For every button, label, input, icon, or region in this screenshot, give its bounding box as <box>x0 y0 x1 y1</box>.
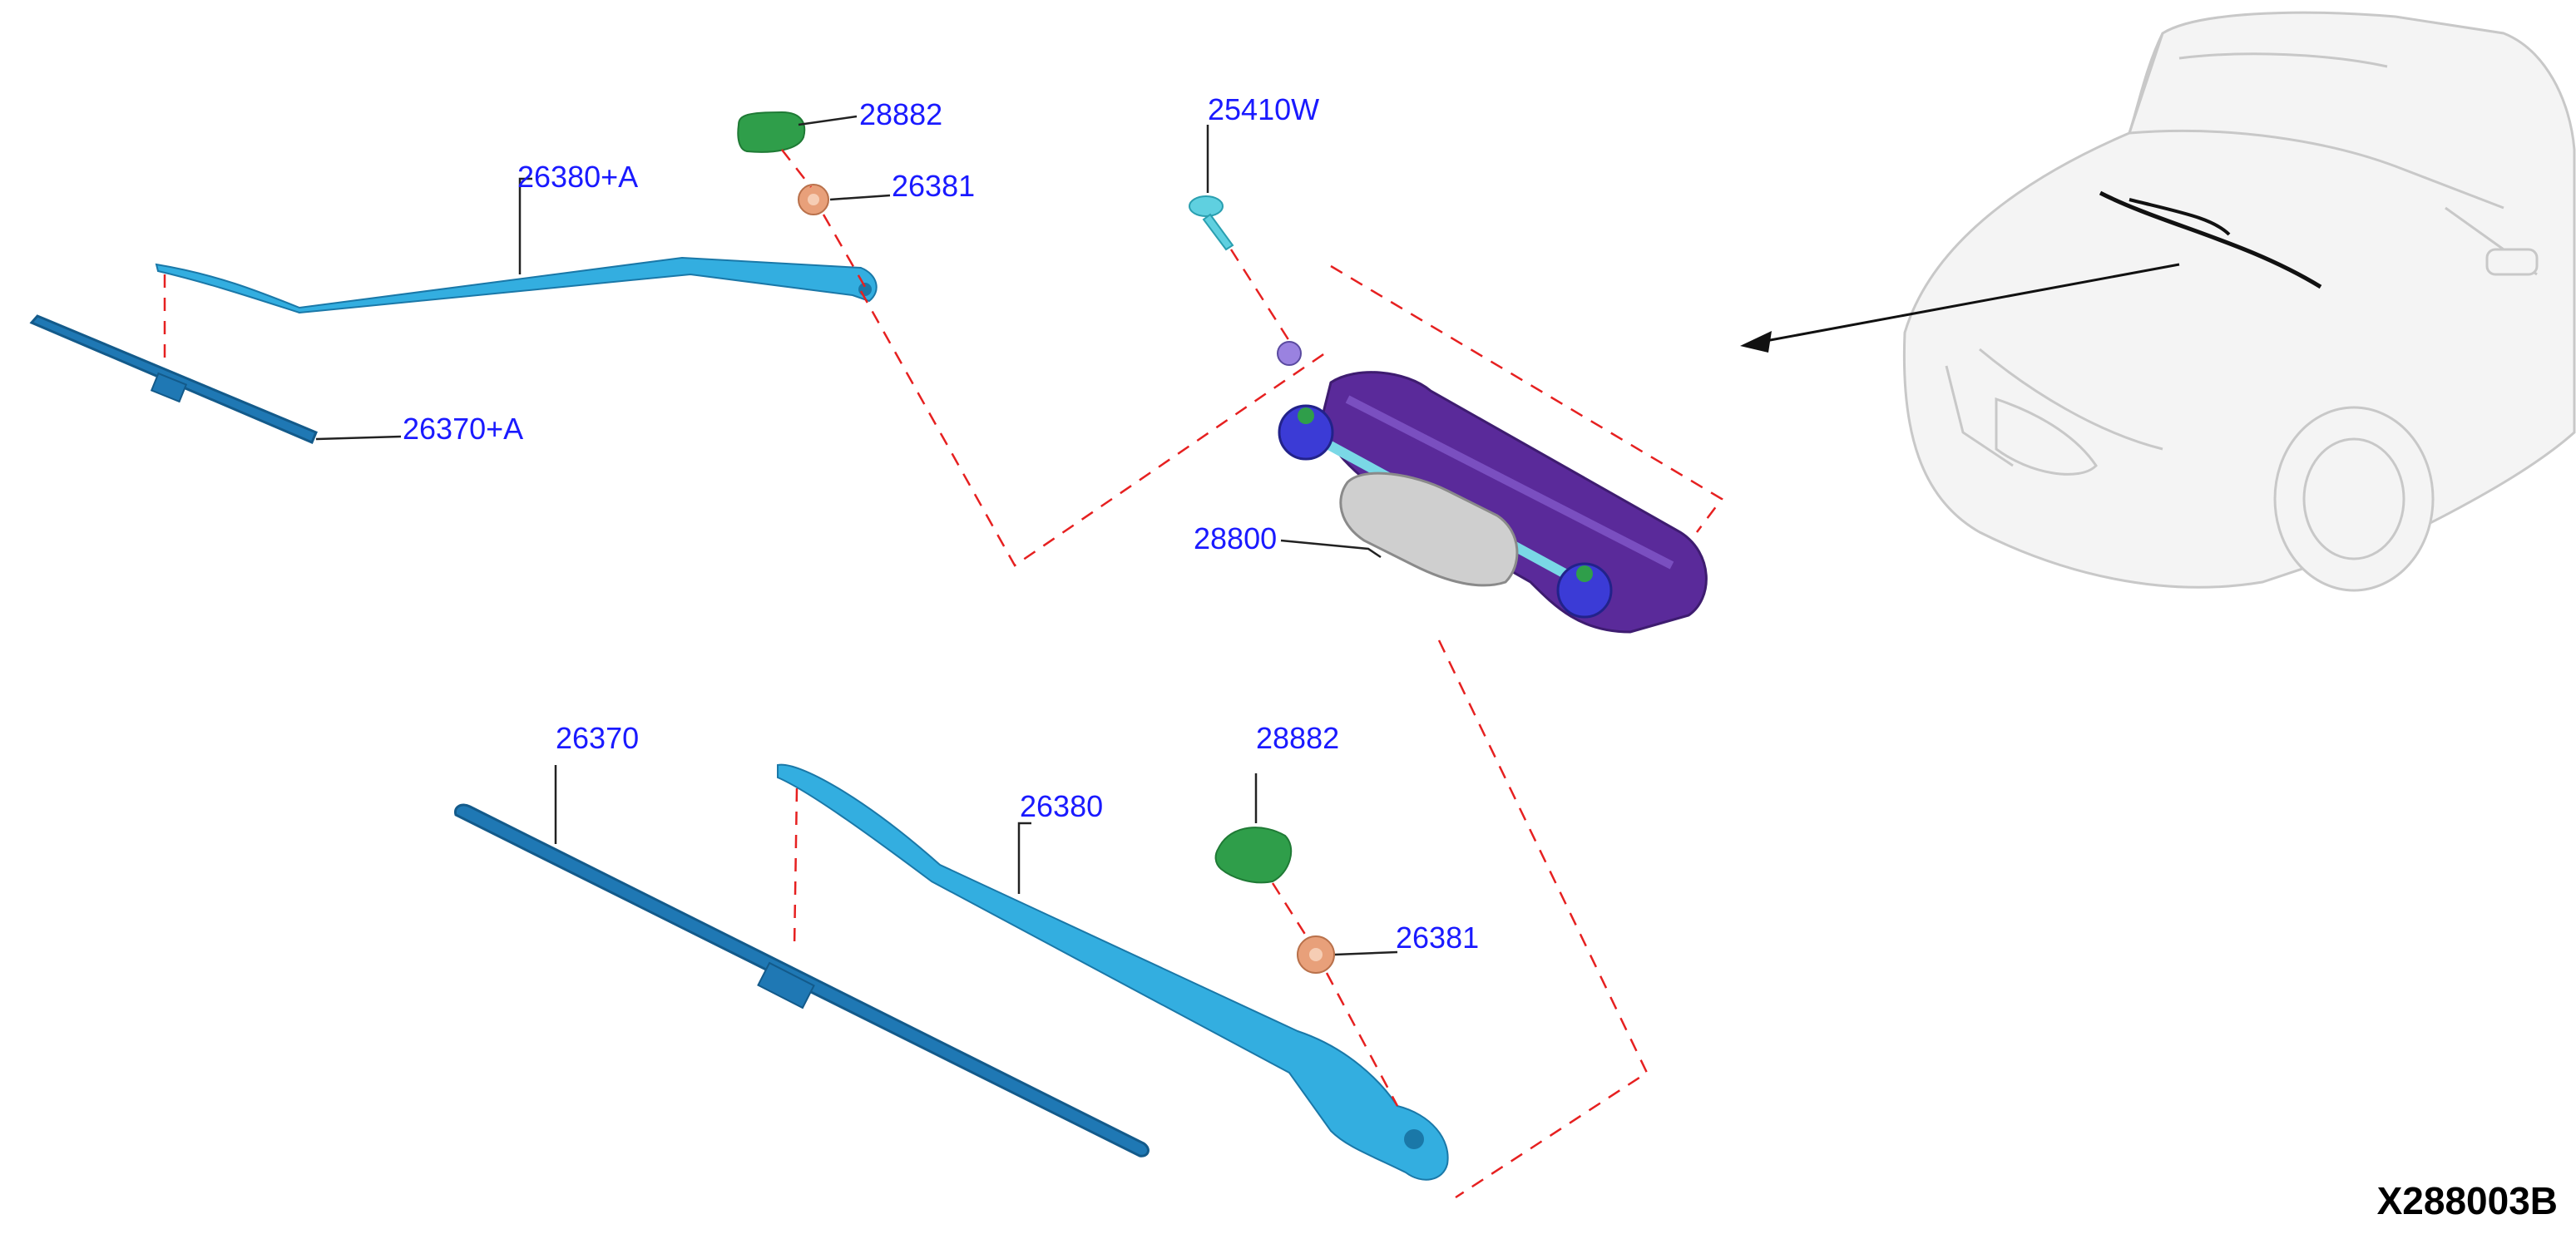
callout-label: 26380 <box>1020 789 1103 823</box>
wiper-arm-icon <box>155 256 878 314</box>
nut-icon <box>798 184 829 215</box>
callout-label: 26380+A <box>517 160 638 194</box>
callout-label: 26381 <box>892 169 975 203</box>
pivot-cap-icon <box>737 111 806 153</box>
callout-label: 25410W <box>1208 92 1319 126</box>
nut-icon <box>1297 935 1335 974</box>
vehicle-front-icon <box>1902 11 2576 592</box>
pivot-cap-icon <box>1214 827 1293 884</box>
callout-label: 28882 <box>859 97 942 131</box>
figure-code: X288003B <box>2377 1179 2558 1222</box>
windshield-wiper-icon <box>2099 190 2322 289</box>
bolt-icon <box>1189 195 1234 251</box>
wiper-blade-icon <box>29 314 318 444</box>
pointer-arrow-icon <box>1740 263 2180 353</box>
callout-label: 28882 <box>1256 721 1339 755</box>
callout-label: 26370+A <box>403 412 523 446</box>
wiper-arm-icon <box>777 763 1449 1181</box>
callout-label: 26381 <box>1396 921 1479 955</box>
wiper-blade-icon <box>453 803 1150 1157</box>
callout-label: 26370 <box>556 721 639 755</box>
callout-label: 28800 <box>1194 521 1277 555</box>
wiper-motor-linkage-icon <box>1277 341 1708 634</box>
